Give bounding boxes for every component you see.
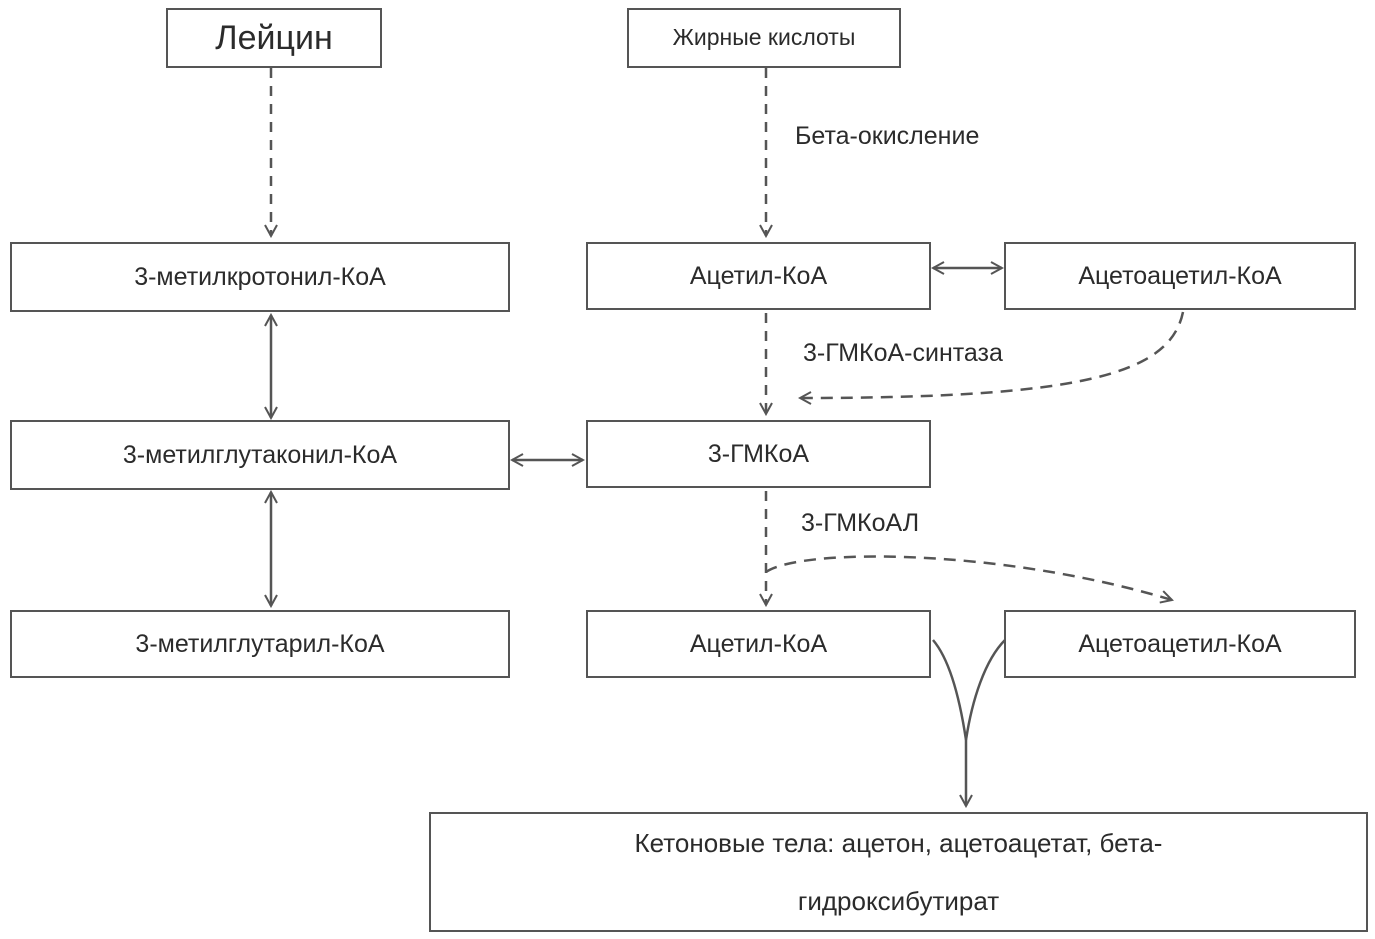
node-acetyl-coa-2: Ацетил-КоА — [586, 610, 931, 678]
arrow-acetoacetyl-to-hmg — [800, 311, 1185, 398]
node-acetyl-coa-1-label: Ацетил-КоА — [689, 261, 828, 290]
label-beta-oxidation: Бета-окисление — [795, 122, 980, 150]
node-fatty-acids-label: Жирные кислоты — [672, 24, 856, 51]
node-acetoacetyl-coa-1: Ацетоацетил-КоА — [1004, 242, 1356, 310]
node-methylglutaconyl-coa: 3-метилглутаконил-КоА — [10, 420, 510, 490]
node-methylcrotonyl-coa: 3-метилкротонил-КоА — [10, 242, 510, 312]
node-acetyl-coa-2-label: Ацетил-КоА — [689, 629, 828, 658]
node-acetoacetyl-coa-2: Ацетоацетил-КоА — [1004, 610, 1356, 678]
label-hmg-synthase: 3-ГМКоА-синтаза — [803, 339, 1003, 367]
node-hmg-coa: 3-ГМКоА — [586, 420, 931, 488]
node-leucine-label: Лейцин — [215, 18, 333, 57]
node-methylglutaconyl-coa-label: 3-метилглутаконил-КоА — [122, 440, 398, 469]
node-leucine: Лейцин — [166, 8, 382, 68]
node-ketone-bodies-label: Кетоновые тела: ацетон, ацетоацетат, бет… — [634, 828, 1163, 916]
merge-line-left — [932, 639, 968, 741]
node-methylcrotonyl-coa-label: 3-метилкротонил-КоА — [134, 262, 386, 291]
node-methylglutaryl-coa: 3-метилглутарил-КоА — [10, 610, 510, 678]
label-hmg-lyase: 3-ГМКоАЛ — [801, 509, 920, 537]
node-ketone-bodies: Кетоновые тела: ацетон, ацетоацетат, бет… — [429, 812, 1368, 932]
node-methylglutaryl-coa-label: 3-метилглутарил-КоА — [135, 629, 385, 658]
node-acetoacetyl-coa-2-label: Ацетоацетил-КоА — [1078, 629, 1282, 658]
arrow-hmg-to-acetoacetyl — [765, 555, 1172, 600]
node-acetoacetyl-coa-1-label: Ацетоацетил-КоА — [1078, 261, 1282, 290]
node-hmg-coa-label: 3-ГМКоА — [707, 439, 810, 468]
merge-line-right — [964, 639, 1006, 741]
node-acetyl-coa-1: Ацетил-КоА — [586, 242, 931, 310]
node-fatty-acids: Жирные кислоты — [627, 8, 901, 68]
